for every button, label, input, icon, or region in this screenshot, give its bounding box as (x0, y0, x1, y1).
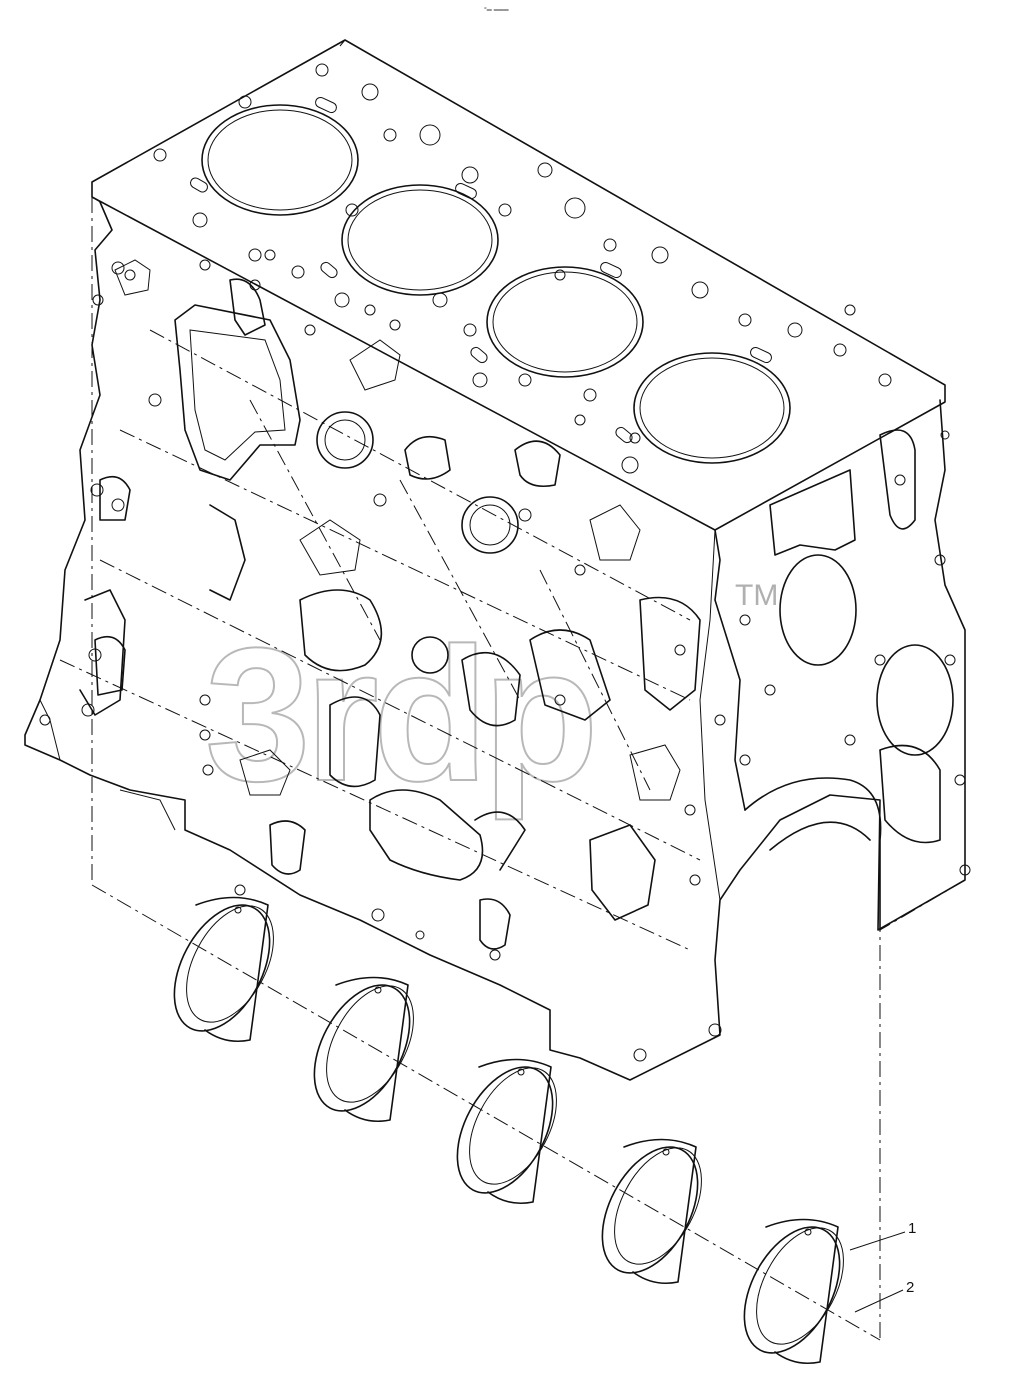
callout-1: 1 (849, 1220, 916, 1251)
callout-2: 2 (854, 1279, 914, 1313)
cylinder-bore-2 (341, 184, 499, 296)
end-bore-right (876, 644, 954, 756)
cylinder-block (24, 39, 971, 1081)
watermark-tm: TM (735, 579, 778, 612)
main-bearing-2 (313, 976, 414, 1123)
main-bearing-1 (173, 896, 274, 1043)
assembly-centerlines (91, 197, 966, 1341)
watermark: 3rdp TM (204, 579, 778, 822)
callout-label-2: 2 (906, 1279, 914, 1296)
cylinder-bore-1 (201, 104, 359, 216)
end-bore-upper (779, 554, 857, 666)
main-bearing-4 (601, 1138, 702, 1285)
callout-label-1: 1 (908, 1220, 916, 1237)
cylinder-bore-4 (633, 352, 791, 464)
cylinder-bore-3 (486, 266, 644, 378)
top-mark: °═ ═══ (484, 6, 509, 14)
watermark-text: 3rdp (205, 609, 593, 821)
main-bearing-5 (743, 1218, 844, 1365)
main-bearing-3 (456, 1058, 557, 1205)
